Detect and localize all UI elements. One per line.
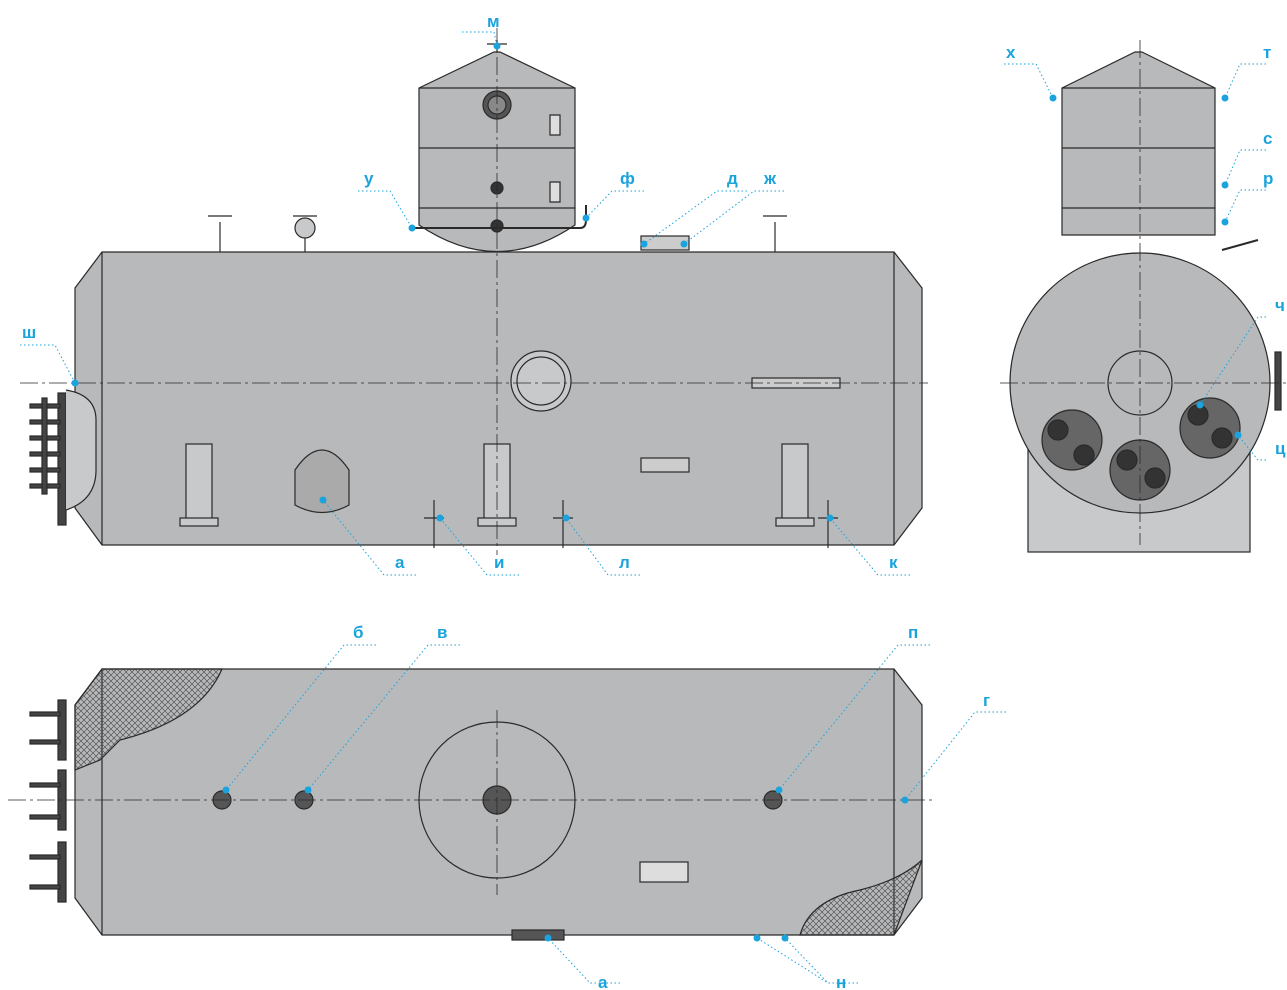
side-manhole xyxy=(510,350,572,412)
label-f: ф xyxy=(620,169,635,188)
front-view xyxy=(20,28,928,555)
label-a-bottom: а xyxy=(598,973,608,990)
label-u: у xyxy=(364,169,374,188)
label-p: п xyxy=(908,623,918,642)
callout-dots xyxy=(71,42,1242,942)
label-kh: х xyxy=(1006,43,1016,62)
dome-manhole xyxy=(482,90,512,120)
label-v: в xyxy=(437,623,447,642)
cutaway-right xyxy=(799,859,923,936)
label-m: м xyxy=(487,12,500,31)
plan-view xyxy=(8,668,935,941)
label-d: д xyxy=(727,169,738,188)
label-i: и xyxy=(494,553,504,572)
side-view xyxy=(1000,40,1287,553)
label-ts: ц xyxy=(1275,439,1286,458)
callout-labels: м у ф д ж ш а и л к х т с р ч ц б в п г … xyxy=(22,12,1286,990)
cutaway-left xyxy=(74,668,223,771)
inlet-flange-stack xyxy=(29,392,67,526)
label-g: г xyxy=(983,691,990,710)
label-l: л xyxy=(619,553,630,572)
label-zh: ж xyxy=(763,169,777,188)
label-s: с xyxy=(1263,129,1272,148)
label-a-top: а xyxy=(395,553,405,572)
label-r: р xyxy=(1263,169,1273,188)
bottom-manhole xyxy=(294,449,350,514)
callouts xyxy=(20,31,1266,984)
label-n: н xyxy=(836,973,846,990)
label-sh: ш xyxy=(22,323,36,342)
label-b: б xyxy=(353,623,364,642)
label-t: т xyxy=(1263,43,1271,62)
label-k: к xyxy=(889,553,898,572)
label-ch: ч xyxy=(1275,296,1285,315)
